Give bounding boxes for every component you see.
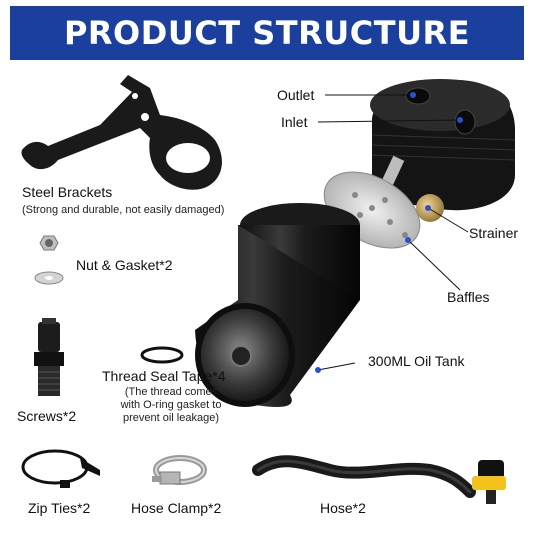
- baffles-callout-dot: [405, 237, 411, 243]
- screw-fitting-illustration: [34, 318, 64, 396]
- hose-clamp-label: Hose Clamp*2: [131, 500, 222, 516]
- zip-ties-label: Zip Ties*2: [28, 500, 91, 516]
- steel-bracket-illustration: [21, 75, 222, 190]
- page-title: PRODUCT STRUCTURE: [63, 14, 471, 52]
- screws-label: Screws*2: [17, 408, 77, 424]
- top-cap-illustration: [370, 79, 516, 222]
- baffles-label: Baffles: [447, 289, 490, 305]
- thread-note-line-1: (The thread comes: [124, 386, 218, 398]
- steel-brackets-label: Steel Brackets: [22, 184, 113, 200]
- thread-note-line-2: with O-ring gasket to: [120, 399, 222, 411]
- o-ring-illustration: [140, 346, 184, 364]
- oil-tank-illustration: [195, 203, 360, 408]
- outlet-callout-dot: [410, 92, 416, 98]
- thread-note: (The thread comes with O-ring gasket to …: [112, 386, 230, 425]
- nut-gasket-illustration: [34, 235, 64, 285]
- callout-lines: [317, 94, 469, 371]
- strainer-callout-dot: [425, 205, 431, 211]
- nut-gasket-label: Nut & Gasket*2: [76, 257, 173, 273]
- hose-clamp-illustration: [152, 455, 207, 485]
- inlet-callout-dot: [457, 117, 463, 123]
- hose-illustration: [252, 455, 506, 504]
- oil-tank-label: 300ML Oil Tank: [368, 353, 465, 369]
- thread-note-line-3: prevent oil leakage): [122, 412, 219, 424]
- strainer-label: Strainer: [469, 225, 519, 241]
- zip-tie-illustration: [21, 449, 100, 488]
- title-banner: PRODUCT STRUCTURE: [10, 6, 524, 60]
- steel-brackets-note: (Strong and durable, not easily damaged): [22, 204, 225, 216]
- hose-label: Hose*2: [320, 500, 366, 516]
- oil-tank-callout-dot: [315, 367, 321, 373]
- thread-seal-tape-label: Thread Seal Tape*4: [102, 368, 226, 384]
- inlet-label: Inlet: [281, 114, 308, 130]
- outlet-label: Outlet: [277, 87, 315, 103]
